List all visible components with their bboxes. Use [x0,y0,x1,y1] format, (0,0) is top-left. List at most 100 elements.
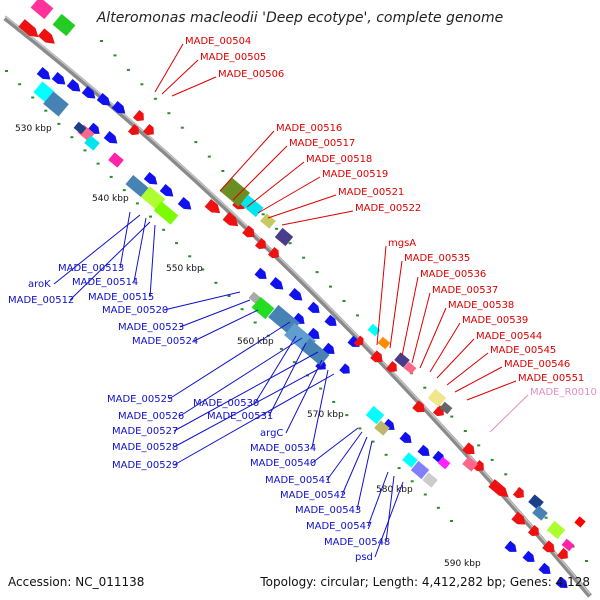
gene-label-left: MADE_00540 [250,458,316,469]
gene-label-left: MADE_00547 [306,521,372,532]
gc-dot [135,202,139,205]
gc-dot [450,520,453,522]
feature-block [377,336,391,350]
gene-label-left: MADE_00529 [112,460,178,471]
leader-line [168,321,291,400]
leader-line [179,337,303,417]
feature-block [43,91,69,117]
leader-line [163,291,241,311]
gene-label-right: MADE_00538 [448,300,514,311]
gc-dot [96,162,100,165]
gc-dot [275,227,279,230]
feature-block [140,186,166,210]
leader-line [311,369,329,449]
leader-line [268,342,307,417]
gene-label-right: MADE_00546 [504,359,570,370]
genome-title: Alteromonas macleodii 'Deep ecotype', co… [96,10,504,26]
reverse-gene-arrow [339,363,350,374]
gene-label-left: MADE_00542 [280,490,346,501]
gc-dot [384,453,388,456]
leader-line [232,145,288,201]
forward-gene-arrow [204,199,221,214]
leader-line [281,210,354,226]
reverse-gene-arrow [307,301,320,313]
reverse-gene-arrow [522,550,535,562]
gene-label-left: MADE_00526 [118,411,184,422]
reverse-gene-arrow [324,314,337,326]
feature-block [365,405,385,425]
feature-block [403,361,417,375]
reverse-gene-arrow [555,576,568,588]
forward-gene-arrow [127,123,139,136]
reverse-gene-arrow [159,184,174,197]
gene-label-left: MADE_00512 [8,295,74,306]
leader-line [285,359,323,434]
gc-dot [113,54,117,57]
gene-label-left: MADE_00543 [295,505,361,516]
leader-line [411,292,431,364]
leader-line [267,194,337,219]
gc-dot [149,215,152,218]
gc-dot [83,149,87,152]
gc-dot [477,444,481,447]
gc-dot [463,430,467,432]
gene-label-right: MADE_00539 [462,315,528,326]
reverse-gene-arrow [254,267,267,279]
leader-line [385,475,395,543]
reverse-gene-arrow [177,197,192,210]
gc-dot [201,268,205,271]
gc-dot [436,506,440,509]
leader-line [173,351,319,432]
leader-line [374,481,404,558]
reverse-gene-arrow [111,101,126,114]
reverse-gene-arrow [399,431,412,443]
gene-label-right: mgsA [388,238,416,249]
tick-label: 580 kbp [376,485,413,495]
feature-block [52,13,76,37]
reverse-gene-arrow [288,288,303,301]
gene-label-right: MADE_00545 [490,345,556,356]
gc-dot [153,97,157,100]
gene-label-right: MADE_00517 [289,138,355,149]
feature-block [422,472,438,488]
reverse-gene-arrow [417,444,430,456]
gc-dot [279,347,283,350]
gene-label-right: MADE_00516 [276,123,342,134]
forward-gene-arrow [142,123,154,136]
leader-line [154,43,184,93]
tick-label: 540 kbp [92,194,129,204]
gc-dot [544,516,548,519]
gc-dot [261,213,265,216]
gene-label-right: MADE_00551 [518,373,584,384]
gc-dot [490,458,494,461]
tick-label: 530 kbp [15,124,52,134]
gene-label-left: MADE_00528 [112,442,178,453]
forward-gene-arrow [132,109,144,122]
leader-line [219,130,275,192]
gene-label-right: MADE_00519 [322,169,388,180]
gc-dot [292,361,296,364]
leader-line [254,335,297,404]
gene-label-left: MADE_00515 [88,292,154,303]
gc-dot [315,271,319,274]
leader-line [454,366,503,393]
accession-text: Accession: NC_011138 [8,575,145,589]
gc-dot [140,83,144,86]
leader-line [311,427,359,464]
feature-block [402,452,418,468]
tick-label: 590 kbp [444,559,481,569]
feature-block [410,460,430,480]
forward-gene-arrow [242,225,255,238]
gene-label-right: MADE_00521 [338,187,404,198]
gc-dot [18,83,22,86]
gc-dot [397,467,401,470]
gene-label-left: MADE_00525 [107,394,173,405]
forward-gene-arrow [556,547,568,560]
feature-block [546,520,566,540]
leader-line [419,307,447,369]
forward-gene-arrow [542,540,555,553]
gene-label-right: MADE_00535 [404,253,470,264]
gc-dot [194,141,198,144]
leader-line [489,394,529,433]
